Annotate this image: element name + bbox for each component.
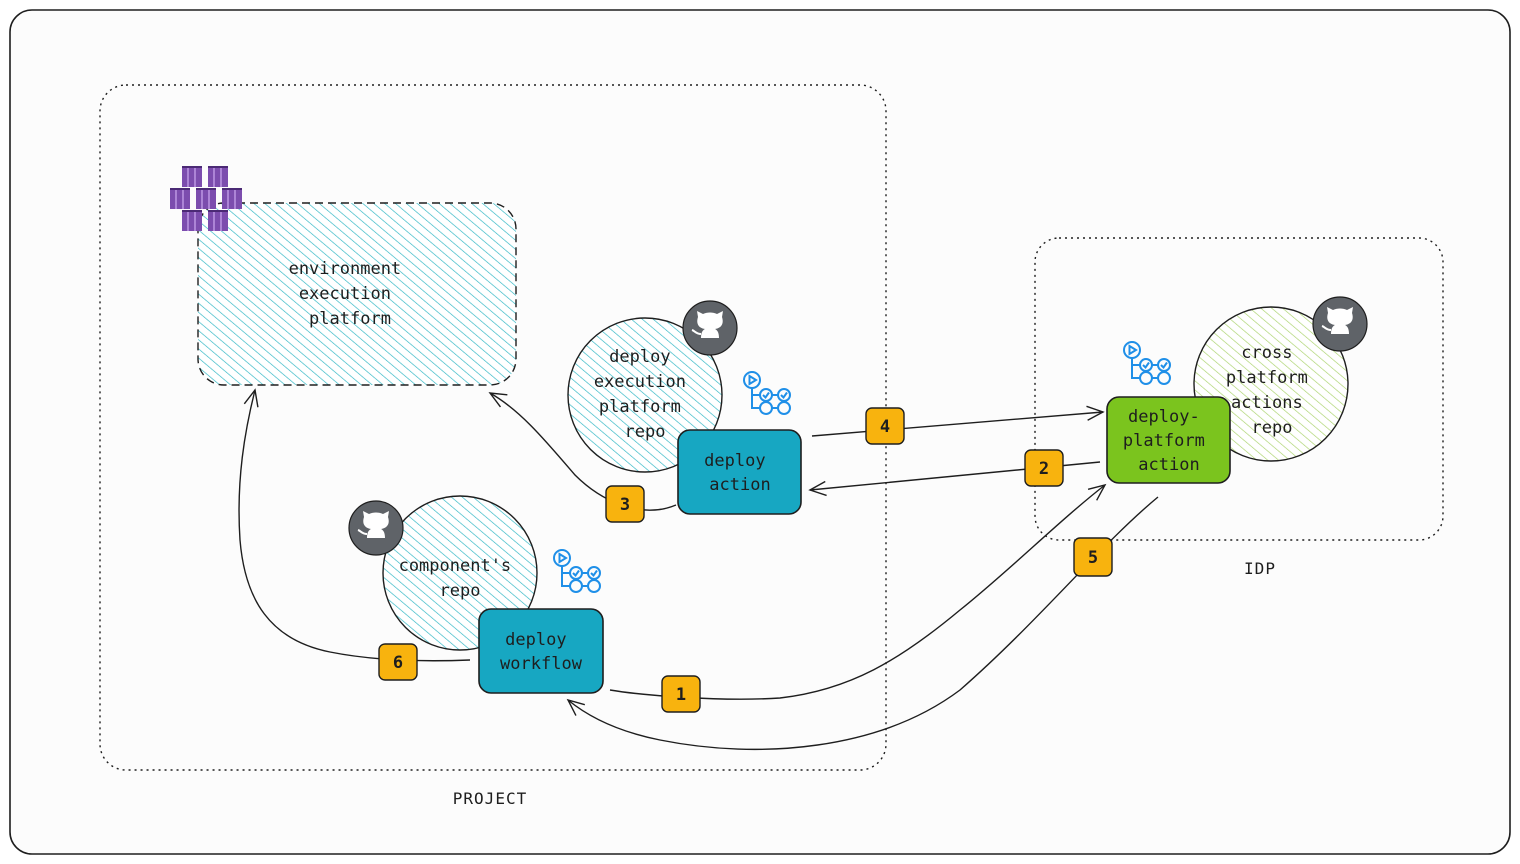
step-badge-3: 3 (605, 485, 645, 523)
svg-text:2: 2 (1039, 459, 1049, 479)
deploy-action-label: deploy action (704, 451, 776, 495)
svg-text:4: 4 (880, 417, 890, 437)
idp-label: IDP (1244, 559, 1276, 578)
svg-text:6: 6 (393, 653, 403, 673)
deploy-workflow-label: deploy workflow (500, 630, 583, 674)
environment-execution-platform-label: environment execution platform (289, 259, 412, 329)
deploy-execution-platform-repo-label: deploy execution platform repo (594, 347, 696, 442)
deploy-platform-action-label: deploy- platform action (1123, 407, 1215, 475)
github-icon (348, 500, 404, 556)
edge-4 (811, 405, 1105, 437)
step-badge-6: 6 (378, 643, 418, 681)
cross-platform-actions-repo-label: cross platform actions repo (1226, 343, 1318, 438)
step-badge-1: 1 (661, 675, 701, 713)
components-repo-label: component's repo (399, 556, 522, 601)
step-badge-5: 5 (1073, 537, 1113, 577)
environment-execution-platform (197, 202, 517, 386)
svg-text:1: 1 (676, 685, 686, 705)
github-icon (1312, 296, 1368, 352)
project-region (99, 84, 887, 771)
svg-text:3: 3 (620, 495, 630, 515)
deploy-action-box (677, 429, 802, 515)
svg-text:5: 5 (1088, 548, 1098, 568)
github-icon (682, 300, 738, 356)
deploy-workflow-box (478, 608, 604, 694)
project-label: PROJECT (453, 789, 527, 808)
step-badge-2: 2 (1024, 449, 1064, 487)
step-badge-4: 4 (865, 407, 905, 445)
deploy-platform-action-box (1106, 396, 1231, 484)
idp-region (1034, 237, 1444, 541)
cross-platform-actions-repo (1193, 306, 1349, 462)
